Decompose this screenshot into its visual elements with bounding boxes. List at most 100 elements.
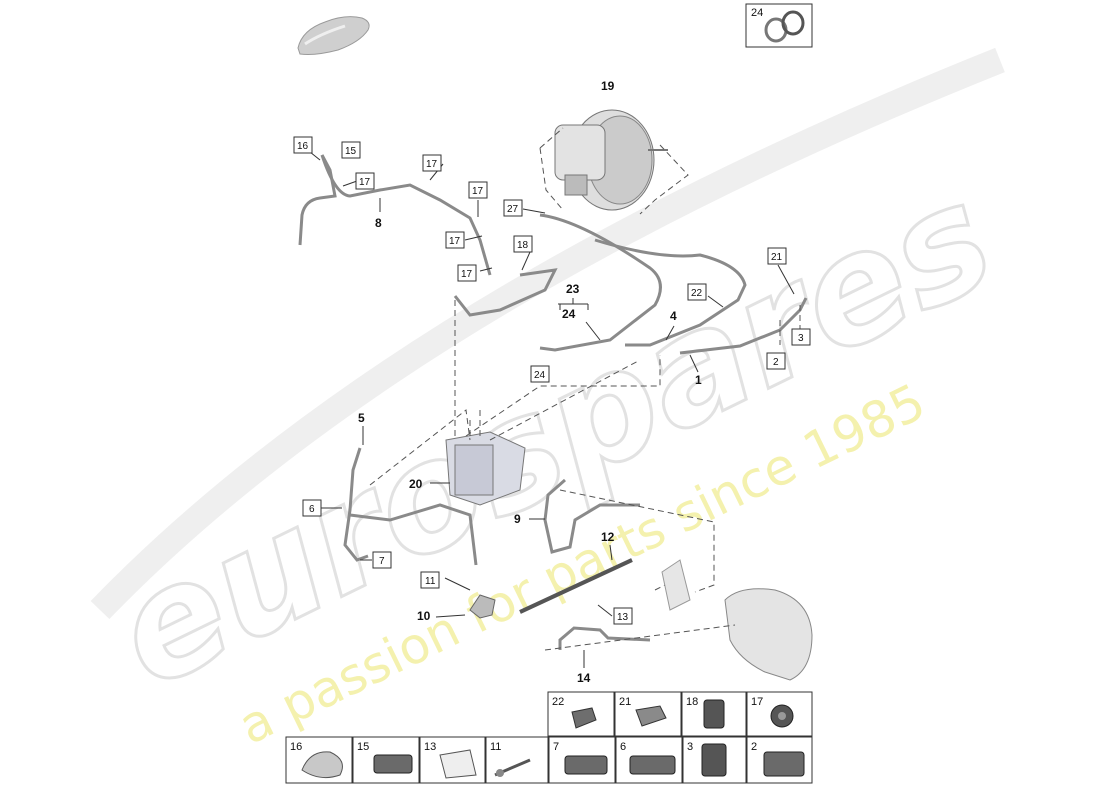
boxed-callouts: 16 15 17 17 17 17 17 18 27 21 22 3 2 24 … — [293, 136, 811, 625]
bracket-13-part — [661, 559, 691, 611]
bold-callouts: 19 8 23 24 4 1 5 20 9 12 10 14 — [358, 79, 702, 685]
callout-24: 24 — [562, 307, 576, 321]
bracket-10 — [469, 594, 496, 619]
boxed-callout-17[interactable]: 17 — [422, 154, 442, 172]
boxed-callout-27[interactable]: 27 — [503, 199, 523, 217]
svg-text:11: 11 — [490, 741, 501, 753]
svg-text:2: 2 — [773, 357, 779, 368]
boxed-callout-21[interactable]: 21 — [767, 247, 787, 265]
boxed-callout-17[interactable]: 17 — [355, 172, 375, 190]
part-cell-22[interactable]: 22 — [547, 691, 615, 737]
svg-text:17: 17 — [472, 186, 484, 197]
part-cell-16[interactable]: 16 — [285, 736, 353, 784]
boxed-callout-17[interactable]: 17 — [468, 181, 488, 199]
svg-text:27: 27 — [507, 204, 519, 215]
boxed-callout-24[interactable]: 24 — [530, 365, 550, 383]
brake-lines — [298, 154, 808, 650]
svg-text:17: 17 — [449, 236, 461, 247]
top-right-part-label: 24 — [751, 7, 763, 19]
boxed-callout-13[interactable]: 13 — [613, 607, 633, 625]
part-cell-17[interactable]: 17 — [746, 691, 813, 737]
svg-text:18: 18 — [686, 696, 698, 708]
rivet-11-icon — [494, 758, 531, 777]
boxed-callout-7[interactable]: 7 — [372, 551, 392, 569]
svg-text:17: 17 — [461, 269, 473, 280]
leader-lines — [369, 127, 801, 651]
part-cell-13[interactable]: 13 — [419, 736, 486, 784]
boxed-callout-17[interactable]: 17 — [457, 264, 477, 282]
svg-text:22: 22 — [552, 696, 564, 708]
callout-10: 10 — [417, 609, 431, 623]
svg-text:15: 15 — [345, 146, 357, 157]
brake-hose-12 — [519, 558, 633, 614]
parts-grid-top-row: 22 21 18 17 — [547, 691, 813, 737]
callout-9: 9 — [514, 512, 521, 526]
boxed-callout-22[interactable]: 22 — [687, 283, 707, 301]
svg-text:3: 3 — [798, 333, 804, 344]
part-cell-18[interactable]: 18 — [681, 691, 747, 737]
clip-15-icon — [373, 754, 413, 774]
boxed-callout-15[interactable]: 15 — [341, 141, 361, 159]
part-cell-7[interactable]: 7 — [548, 736, 616, 784]
boxed-callout-17[interactable]: 17 — [445, 231, 465, 249]
callout-4: 4 — [670, 309, 677, 323]
hydraulic-unit-20 — [445, 431, 526, 506]
callout-23: 23 — [566, 282, 580, 296]
svg-text:18: 18 — [517, 240, 529, 251]
callout-1: 1 — [695, 373, 702, 387]
grommet-16-icon — [301, 751, 343, 779]
svg-text:21: 21 — [619, 696, 631, 708]
svg-text:13: 13 — [617, 612, 629, 623]
clip-17-icon — [770, 704, 794, 728]
car-icon — [297, 16, 370, 55]
brake-caliper — [724, 588, 813, 681]
part-cell-3[interactable]: 3 — [682, 736, 747, 784]
svg-text:13: 13 — [424, 741, 436, 753]
top-right-part-box[interactable]: 24 — [745, 3, 813, 48]
parts-grid-bottom-row: 16 15 13 11 7 6 3 — [285, 736, 813, 784]
boxed-callout-2[interactable]: 2 — [766, 352, 786, 370]
clip-22-icon — [571, 707, 597, 729]
svg-text:7: 7 — [553, 741, 559, 753]
callout-19: 19 — [601, 79, 615, 93]
clip-2-icon — [763, 751, 805, 777]
svg-text:17: 17 — [751, 696, 763, 708]
svg-text:3: 3 — [687, 741, 693, 753]
seal-rings-icon — [764, 10, 805, 43]
clip-3-icon — [701, 743, 727, 777]
brake-booster-19 — [554, 109, 668, 211]
part-cell-6[interactable]: 6 — [615, 736, 683, 784]
boxed-callout-11[interactable]: 11 — [420, 571, 440, 589]
boxed-callout-16[interactable]: 16 — [293, 136, 313, 154]
boxed-callout-18[interactable]: 18 — [513, 235, 533, 253]
part-cell-15[interactable]: 15 — [352, 736, 420, 784]
svg-text:15: 15 — [357, 741, 369, 753]
bracket-13-icon — [439, 749, 477, 779]
svg-text:6: 6 — [309, 504, 315, 515]
svg-text:16: 16 — [290, 741, 302, 753]
clip-7-icon — [564, 755, 608, 775]
clip-18-icon — [703, 699, 725, 729]
clip-21-icon — [635, 705, 667, 727]
clip-6-icon — [629, 755, 676, 775]
callout-5: 5 — [358, 411, 365, 425]
svg-text:6: 6 — [620, 741, 626, 753]
callout-20: 20 — [409, 477, 423, 491]
svg-text:22: 22 — [691, 288, 703, 299]
svg-text:2: 2 — [751, 741, 757, 753]
svg-text:24: 24 — [534, 370, 546, 381]
callout-14: 14 — [577, 671, 591, 685]
part-cell-11[interactable]: 11 — [485, 736, 549, 784]
svg-text:16: 16 — [297, 141, 309, 152]
callout-12: 12 — [601, 530, 615, 544]
svg-text:17: 17 — [359, 177, 371, 188]
part-cell-21[interactable]: 21 — [614, 691, 682, 737]
callout-8: 8 — [375, 216, 382, 230]
svg-text:11: 11 — [425, 576, 436, 587]
svg-text:21: 21 — [771, 252, 783, 263]
part-cell-2[interactable]: 2 — [746, 736, 813, 784]
boxed-callout-3[interactable]: 3 — [791, 328, 811, 346]
svg-text:17: 17 — [426, 159, 438, 170]
boxed-callout-6[interactable]: 6 — [302, 499, 322, 517]
